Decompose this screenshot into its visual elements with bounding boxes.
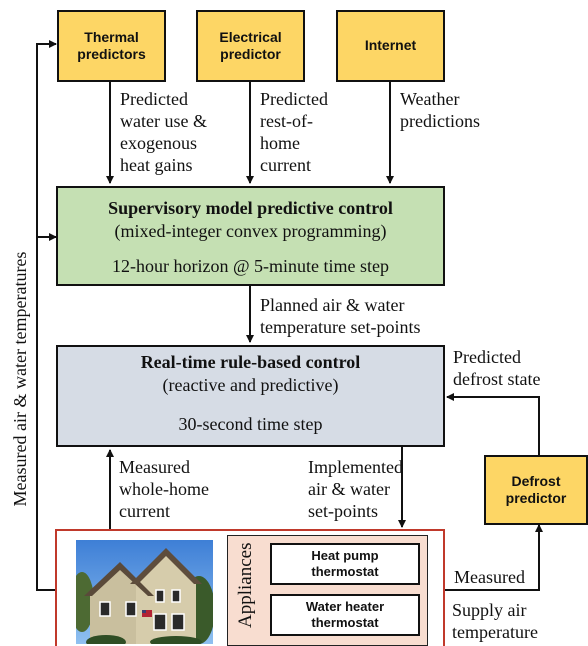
electrical-output-label: Predicted rest-of- home current (260, 89, 328, 175)
internet-box: Internet (336, 10, 445, 82)
mpc-block: Supervisory model predictive control (mi… (56, 186, 445, 286)
heat-pump-thermostat-label: Heat pump thermostat (311, 548, 379, 579)
thermal-predictors-box: Thermal predictors (57, 10, 166, 82)
internet-label: Internet (364, 37, 417, 54)
mpc-output-label: Planned air & water temperature set-poin… (260, 295, 421, 337)
internet-output-label: Weather predictions (400, 89, 480, 131)
mpc-subtitle: (mixed-integer convex programming) (114, 221, 387, 241)
electrical-predictor-box: Electrical predictor (196, 10, 305, 82)
feedback-label: Measured air & water temperatures (10, 251, 30, 507)
thermal-predictors-label: Thermal predictors (77, 28, 146, 63)
house-photo (76, 540, 213, 644)
realtime-step: 30-second time step (178, 414, 323, 434)
measured-supply-label: Measured (454, 567, 525, 587)
heat-pump-thermostat: Heat pump thermostat (270, 543, 420, 585)
implemented-setpoints-label: Implemented air & water set-points (308, 457, 403, 521)
electrical-predictor-label: Electrical predictor (219, 28, 282, 63)
supply-to-defrost-line (445, 524, 543, 591)
feedback-loop-line (36, 40, 57, 591)
defrost-predictor-label: Defrost predictor (505, 472, 567, 507)
mpc-horizon: 12-hour horizon @ 5-minute time step (111, 256, 390, 276)
water-heater-thermostat: Water heater thermostat (270, 594, 420, 636)
defrost-to-rt-line (446, 393, 540, 455)
thermal-output-label: Predicted water use & exogenous heat gai… (120, 89, 207, 175)
defrost-output-label: Predicted defrost state (453, 347, 541, 389)
defrost-predictor-box: Defrost predictor (484, 455, 588, 525)
water-heater-thermostat-label: Water heater thermostat (305, 599, 385, 630)
realtime-block: Real-time rule-based control (reactive a… (56, 345, 445, 447)
appliances-label: Appliances (235, 542, 256, 628)
realtime-title: Real-time rule-based control (140, 352, 361, 372)
measured-current-label: Measured whole-home current (119, 457, 209, 521)
mpc-title: Supervisory model predictive control (108, 198, 393, 218)
realtime-subtitle: (reactive and predictive) (162, 375, 339, 395)
home-container (55, 529, 445, 646)
supply-air-temp-label: Supply air temperature (452, 600, 538, 642)
